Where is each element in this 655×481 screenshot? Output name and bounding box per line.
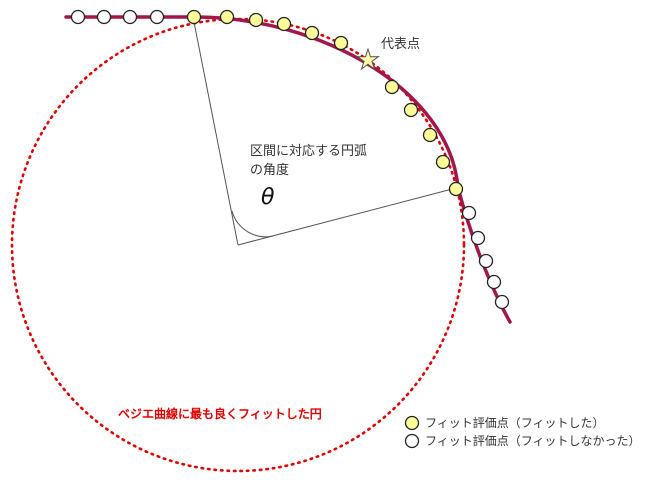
- fitted-point: [276, 16, 292, 32]
- unfitted-point: [70, 9, 86, 25]
- angle-arc: [231, 210, 274, 238]
- legend-unfitted-label: フィット評価点（フィットしなかった）: [425, 433, 641, 448]
- bezier-curve: [64, 15, 512, 324]
- legend-fitted-label: フィット評価点（フィットした）: [425, 415, 605, 430]
- unfitted-point: [461, 205, 477, 221]
- fitted-point: [384, 79, 400, 95]
- fitted-point: [248, 12, 264, 28]
- arc-angle-label-line1: 区間に対応する円弧: [250, 144, 367, 159]
- unfitted-point: [122, 9, 138, 25]
- fitted-point: [304, 25, 320, 41]
- best-fit-circle-label: ベジエ曲線に最も良くフィットした円: [118, 406, 322, 421]
- fitted-point: [333, 35, 349, 51]
- unfitted-point: [149, 9, 165, 25]
- unfitted-points-left: [70, 9, 165, 25]
- unfitted-point: [494, 294, 510, 310]
- best-fit-circle: [10, 17, 466, 473]
- fitted-point: [435, 154, 451, 170]
- fitted-point: [403, 102, 419, 118]
- radius-line-end: [237, 187, 457, 246]
- legend-fitted-swatch: [404, 415, 420, 431]
- fitted-point: [448, 181, 464, 197]
- representative-point-star: [355, 47, 381, 71]
- unfitted-points-right: [461, 205, 510, 310]
- unfitted-point: [478, 253, 494, 269]
- fitted-point: [219, 9, 235, 25]
- unfitted-point: [470, 230, 486, 246]
- radius-line-start: [192, 16, 239, 246]
- fitted-point: [186, 9, 202, 25]
- fitted-point: [422, 127, 438, 143]
- legend-unfitted-swatch: [404, 433, 420, 449]
- fitted-points: [186, 9, 464, 197]
- theta-symbol: θ: [261, 185, 275, 210]
- unfitted-point: [96, 9, 112, 25]
- unfitted-point: [486, 274, 502, 290]
- arc-angle-label-line2: の角度: [250, 162, 289, 178]
- legend: フィット評価点（フィットした） フィット評価点（フィットしなかった）: [404, 415, 641, 449]
- representative-point-label: 代表点: [381, 37, 420, 52]
